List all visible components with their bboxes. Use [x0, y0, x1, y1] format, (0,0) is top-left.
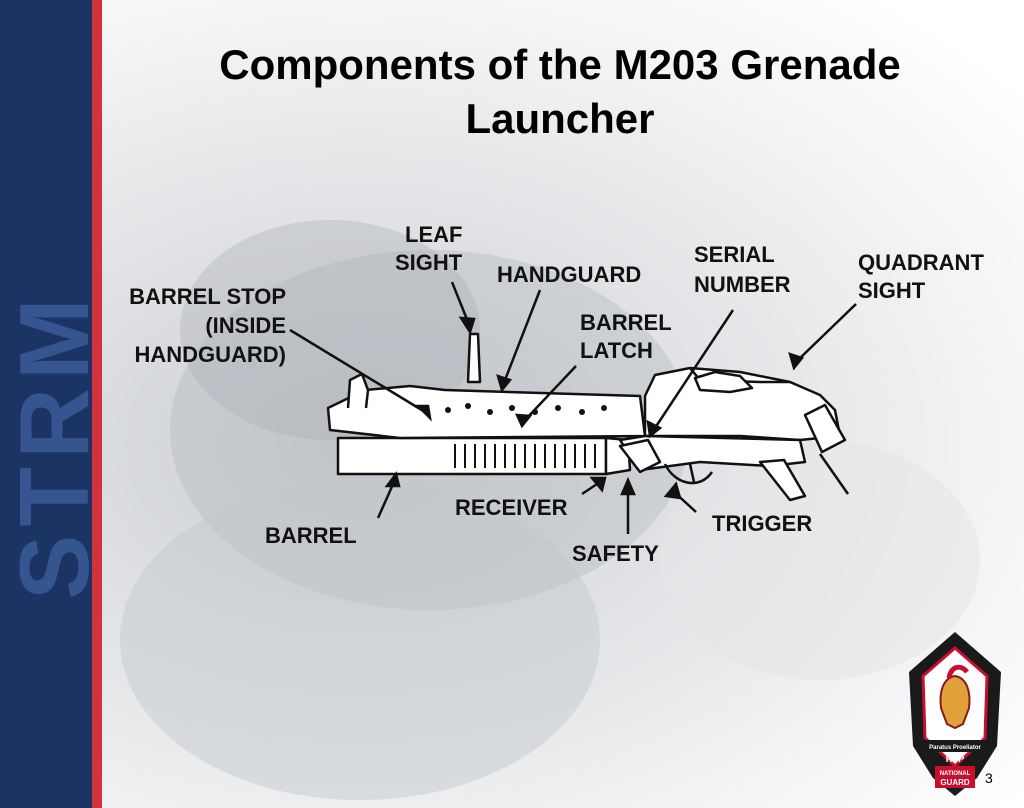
label-safety-line1: SAFETY — [572, 541, 659, 566]
label-leaf-sight-line1: LEAF — [405, 222, 462, 247]
label-serial-number-line1: SERIAL — [694, 242, 775, 267]
label-quadrant-sight-line1: QUADRANT — [858, 250, 984, 275]
label-barrel-latch-line2: LATCH — [580, 338, 653, 363]
label-quadrant-sight-line2: SIGHT — [858, 278, 926, 303]
label-quadrant-sight: QUADRANT SIGHT — [858, 250, 984, 303]
label-receiver: RECEIVER — [455, 495, 568, 520]
sidebar-band — [0, 0, 92, 808]
label-serial-number-line2: NUMBER — [694, 272, 791, 297]
rsp-emblem: Paratus Proeliator RSP NATIONAL GUARD — [909, 632, 1001, 796]
component-labels: LEAF SIGHT HANDGUARD SERIAL NUMBER QUADRAN… — [129, 222, 984, 566]
label-barrel-latch-line1: BARREL — [580, 310, 672, 335]
label-barrel-stop-line2: (INSIDE — [205, 313, 286, 338]
page-title: Components of the M203 Grenade Launcher — [219, 41, 901, 142]
emblem-rsp: RSP — [946, 754, 965, 764]
m203-component-diagram: LEAF SIGHT HANDGUARD SERIAL NUMBER QUADRAN… — [129, 222, 984, 566]
label-barrel-line1: BARREL — [265, 523, 357, 548]
label-barrel-latch: BARREL LATCH — [580, 310, 672, 363]
background-soldier-photo — [120, 220, 980, 800]
label-serial-number: SERIAL NUMBER — [694, 242, 791, 297]
emblem-national: NATIONAL — [940, 771, 971, 777]
emblem-banner — [925, 740, 985, 752]
emblem-motto: Paratus Proeliator — [929, 745, 981, 751]
label-handguard-line1: HANDGUARD — [497, 262, 641, 287]
label-receiver-line1: RECEIVER — [455, 495, 568, 520]
emblem-guard: GUARD — [940, 778, 970, 787]
label-trigger-line1: TRIGGER — [712, 511, 812, 536]
label-barrel-stop-line1: BARREL STOP — [129, 284, 286, 309]
leader-lines — [289, 281, 857, 534]
sidebar-red-stripe — [92, 0, 102, 808]
page-number: 3 — [985, 770, 993, 786]
sidebar-wordmark-text: STRM — [0, 290, 92, 600]
label-handguard: HANDGUARD — [497, 262, 641, 287]
label-trigger: TRIGGER — [712, 511, 812, 536]
label-safety: SAFETY — [572, 541, 659, 566]
m203-launcher-drawing — [326, 332, 850, 502]
sidebar-wordmark: STRM — [0, 290, 92, 600]
national-guard-badge — [935, 766, 975, 788]
label-barrel-stop-line3: HANDGUARD) — [134, 342, 286, 367]
label-barrel-stop: BARREL STOP (INSIDE HANDGUARD) — [129, 284, 286, 367]
helmet-crest — [946, 664, 969, 679]
label-leaf-sight-line2: SIGHT — [395, 250, 463, 275]
label-leaf-sight: LEAF SIGHT — [395, 222, 463, 275]
spartan-helmet-icon — [939, 674, 971, 730]
label-barrel: BARREL — [265, 523, 357, 548]
